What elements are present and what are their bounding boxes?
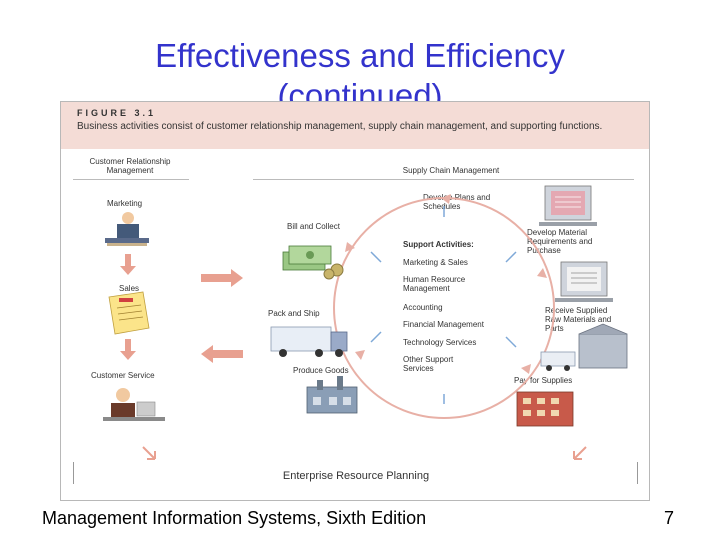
figure-caption: Business activities consist of customer … <box>77 121 603 132</box>
office-building-icon <box>516 391 574 427</box>
support-item: Technology Services <box>403 338 477 347</box>
cycle-arrowhead <box>537 268 547 278</box>
erp-arrow <box>142 446 156 460</box>
computer-icon <box>539 185 597 226</box>
label-bill-and-collect: Bill and Collect <box>287 222 340 231</box>
warehouse-icon <box>540 323 628 371</box>
support-title: Support Activities: <box>403 240 474 249</box>
cycle-arrowhead <box>345 242 355 252</box>
scm-header: Supply Chain Management <box>402 166 500 175</box>
label-develop-plans: Develop Plans and Schedules <box>423 193 491 211</box>
cycle-arrowhead <box>441 194 451 204</box>
erp-bracket <box>73 462 638 484</box>
right-arrow <box>201 269 243 287</box>
support-cycle-circle <box>333 197 555 419</box>
cycle-arrowhead <box>521 364 531 374</box>
radiating-arrow <box>370 331 382 343</box>
label-produce-goods: Produce Goods <box>293 366 349 375</box>
erp-label: Enterprise Resource Planning <box>282 470 430 482</box>
label-pack-and-ship: Pack and Ship <box>268 309 320 318</box>
label-pay-for-supplies: Pay for Supplies <box>514 376 573 385</box>
label-receive-supplies: Receive Supplied Raw Materials and Parts <box>545 306 612 333</box>
radiating-arrow <box>505 336 517 348</box>
footer-book-title: Management Information Systems, Sixth Ed… <box>42 508 427 528</box>
factory-icon <box>306 376 358 414</box>
diagram-graphics <box>103 185 628 460</box>
figure-label: FIGURE 3.1 <box>77 108 157 118</box>
support-item: Other Support Services <box>403 355 454 373</box>
page-number: 7 <box>664 508 675 528</box>
slide-title: Effectiveness and Efficiency <box>155 37 565 74</box>
down-arrow <box>120 254 136 275</box>
radiating-arrow <box>370 251 382 263</box>
crm-header: Customer Relationship Management <box>89 157 171 175</box>
down-arrow <box>120 339 136 360</box>
support-item: Financial Management <box>403 320 484 329</box>
marketing-person-icon <box>105 212 149 246</box>
delivery-truck-icon <box>270 326 348 357</box>
label-customer-service: Customer Service <box>91 371 155 380</box>
figure-3-1: FIGURE 3.1 Business activities consist o… <box>60 101 650 501</box>
figure-caption-band: FIGURE 3.1 Business activities consist o… <box>61 102 649 149</box>
support-item: Marketing & Sales <box>403 258 468 267</box>
sales-document-icon <box>108 291 150 335</box>
computer-icon <box>555 261 613 302</box>
label-develop-material: Develop Material Requirements and Purcha… <box>527 228 593 255</box>
left-arrow <box>201 345 243 363</box>
money-icon <box>282 245 344 280</box>
erp-arrow <box>573 446 587 460</box>
customer-service-person-icon <box>103 388 165 421</box>
label-sales: Sales <box>119 284 140 293</box>
radiating-arrow <box>505 251 517 263</box>
support-item: Accounting <box>403 303 443 312</box>
support-item: Human Resource Management <box>403 275 466 293</box>
label-marketing: Marketing <box>107 199 143 208</box>
cycle-arrowhead <box>355 350 365 360</box>
